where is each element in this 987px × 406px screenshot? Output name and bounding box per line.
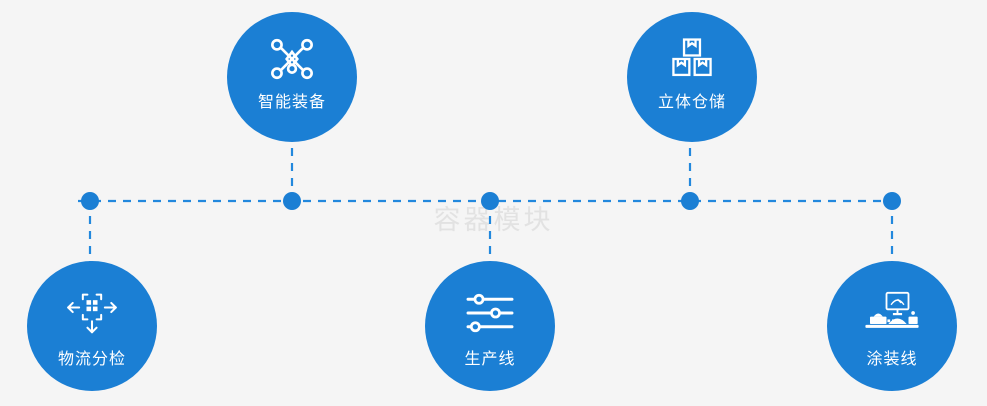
node-tuzhuangxian[interactable]: 涂装线 <box>827 261 957 391</box>
node-label-tuzhuangxian: 涂装线 <box>866 349 918 368</box>
node-label-shengchanxian: 生产线 <box>464 349 516 368</box>
four-way-sorting-icon <box>67 293 117 334</box>
node-label-wuliufenjian: 物流分检 <box>57 349 126 368</box>
node-dot-4 <box>681 192 699 210</box>
node-label-zhinengzhuangbei: 智能装备 <box>257 92 326 111</box>
node-wuliufenjian[interactable]: 物流分检 <box>27 261 157 391</box>
node-shengchanxian[interactable]: 生产线 <box>425 261 555 391</box>
node-dot-5 <box>883 192 901 210</box>
watermark-text: 容器模块 <box>433 205 554 236</box>
sliders-icon <box>466 293 514 333</box>
node-liticangchu[interactable]: 立体仓储 <box>627 12 757 142</box>
node-dot-1 <box>81 192 99 210</box>
node-label-liticangchu: 立体仓储 <box>657 92 726 111</box>
node-zhinengzhuangbei[interactable]: 智能装备 <box>227 12 357 142</box>
network-nodes-icon <box>271 38 313 80</box>
node-dot-3 <box>481 192 499 210</box>
factory-machine-icon <box>865 291 919 328</box>
node-dot-2 <box>283 192 301 210</box>
stacked-boxes-icon <box>672 38 712 77</box>
